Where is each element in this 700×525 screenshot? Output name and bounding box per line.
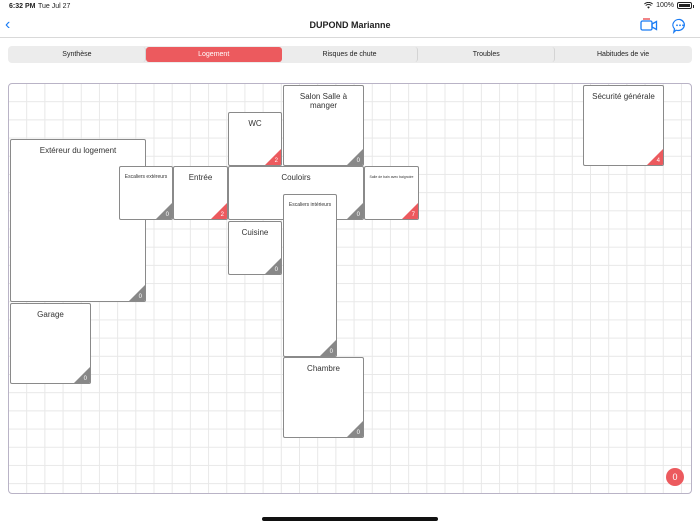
room-count: 7 [411,212,415,218]
room-count: 0 [83,376,87,382]
page-title: DUPOND Marianne [309,20,391,30]
room-escaliers-exterieurs[interactable]: Escaliers extéreurs 0 [119,166,173,220]
room-count: 0 [356,212,360,218]
room-count: 4 [656,158,660,164]
floor-plan-board: Salon Salle à manger 0 Sécurité générale… [8,83,692,494]
room-chambre[interactable]: Chambre 0 [283,357,364,438]
wifi-icon [644,2,654,9]
room-count: 2 [274,158,278,164]
floating-count-button[interactable]: 0 [666,468,684,486]
room-salon-salle-a-manger[interactable]: Salon Salle à manger 0 [283,85,364,166]
room-corner-badge [347,149,363,165]
status-bar: 6:32 PM Tue Jul 27 100% [0,0,700,14]
room-exterieur-du-logement[interactable]: Extéreur du logement 0 [10,139,146,302]
room-label: Sécurité générale [592,92,655,101]
navigation-bar: ‹ DUPOND Marianne [0,14,700,38]
room-label: Escaliers extéreurs [124,174,168,180]
room-label: Escaliers intérieurs [288,202,332,208]
room-label: Chambre [307,364,340,373]
room-label: Extéreur du logement [39,146,117,155]
room-entree[interactable]: Entrée 2 [173,166,228,220]
room-count: 0 [356,430,360,436]
room-corner-badge [320,340,336,356]
segmented-tabs: Synthèse Logement Risques de chute Troub… [8,46,692,63]
room-corner-badge [402,203,418,219]
room-count: 0 [138,294,142,300]
room-label: Salon Salle à manger [299,92,348,110]
tab-risques-de-chute[interactable]: Risques de chute [282,47,419,62]
room-count: 2 [220,212,224,218]
tab-troubles[interactable]: Troubles [418,47,556,62]
room-corner-badge [265,149,281,165]
battery-icon [677,2,694,9]
tab-logement[interactable]: Logement [145,47,282,62]
room-salle-de-bain-avec-baignoire[interactable]: Salle de bain avec baignoire 7 [364,166,419,220]
room-garage[interactable]: Garage 0 [10,303,91,384]
home-indicator [262,517,438,521]
room-label: Garage [37,310,64,319]
room-count: 0 [165,212,169,218]
room-corner-badge [129,285,145,301]
room-escaliers-interieurs[interactable]: Escaliers intérieurs 0 [283,194,337,357]
room-label: Salle de bain avec baignoire [369,175,414,179]
chat-bubble-icon[interactable] [672,18,688,34]
room-label: Cuisine [241,228,269,237]
room-corner-badge [211,203,227,219]
room-corner-badge [265,258,281,274]
room-wc[interactable]: WC 2 [228,112,282,166]
room-corner-badge [647,149,663,165]
room-securite-generale[interactable]: Sécurité générale 4 [583,85,664,166]
video-call-icon[interactable] [640,18,658,32]
room-count: 0 [356,158,360,164]
room-label: Couloirs [281,173,311,182]
room-label: Entrée [188,173,213,182]
room-cuisine[interactable]: Cuisine 0 [228,221,282,275]
room-label: WC [248,119,262,128]
tab-habitudes-de-vie[interactable]: Habitudes de vie [597,51,650,58]
room-corner-badge [347,421,363,437]
status-date: Tue Jul 27 [38,3,71,10]
room-corner-badge [347,203,363,219]
room-count: 0 [329,349,333,355]
chevron-left-icon[interactable]: ‹ [5,16,11,33]
room-count: 0 [274,267,278,273]
room-corner-badge [156,203,172,219]
battery-percent: 100% [656,2,674,9]
status-right: 100% [644,2,694,9]
tab-synthese[interactable]: Synthèse [9,47,146,62]
room-corner-badge [74,367,90,383]
status-time: 6:32 PM [9,3,36,10]
